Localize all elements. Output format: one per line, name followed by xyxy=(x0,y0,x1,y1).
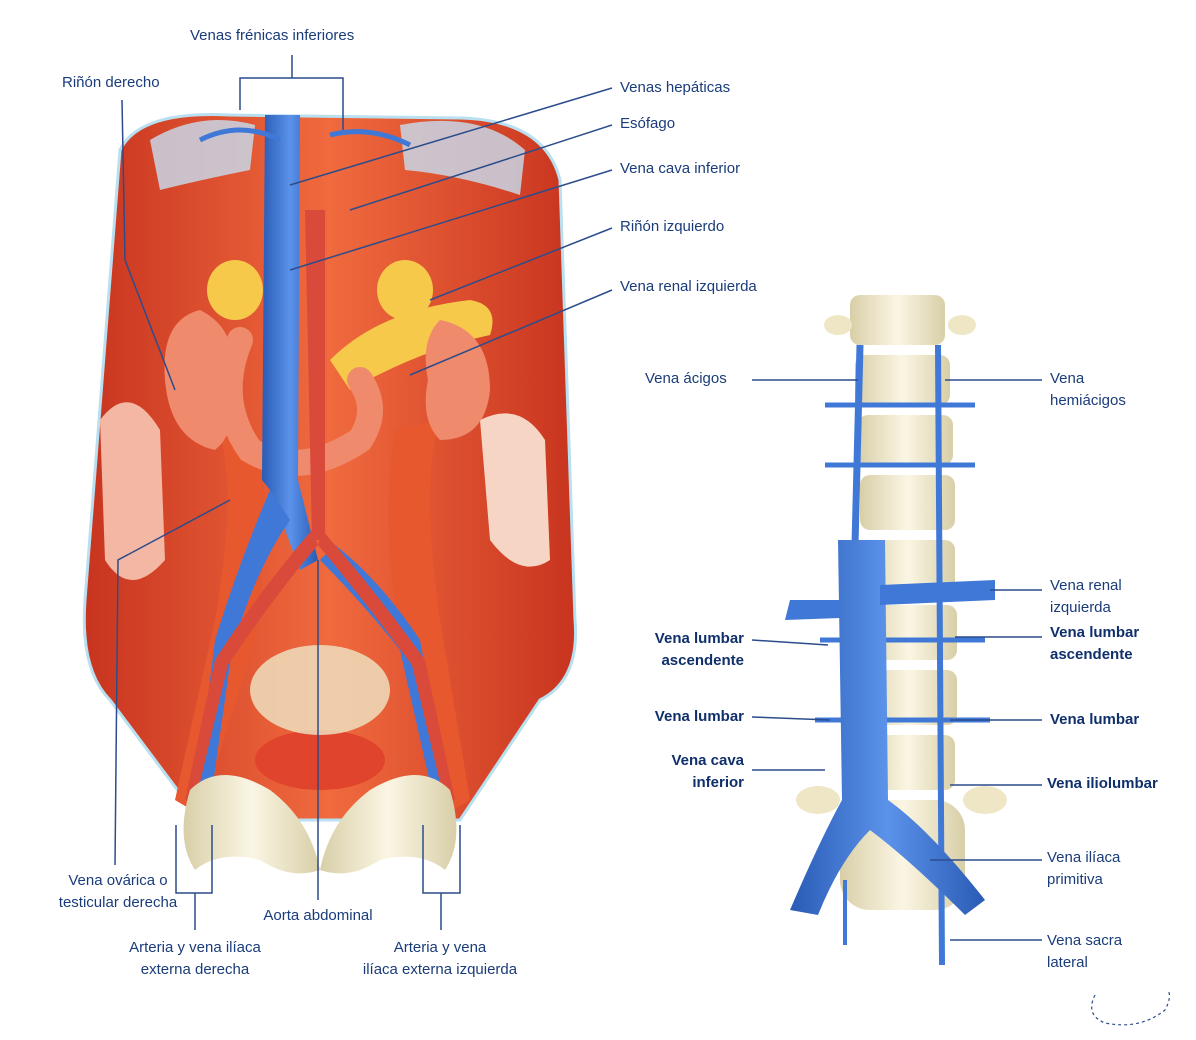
label-vena-ovarica-line2: testicular derecha xyxy=(58,894,178,911)
label-aorta-abdominal: Aorta abdominal xyxy=(263,907,373,924)
label-arteria-izquierda-line2: ilíaca externa izquierda xyxy=(362,961,518,978)
label-lumbar-ascendente-left-line2: ascendente xyxy=(661,652,744,669)
label-arteria-derecha: Arteria y vena ilíaca externa derecha xyxy=(100,937,290,981)
vertebra-3 xyxy=(858,415,953,465)
vertebra-2 xyxy=(855,355,950,405)
label-vena-hemiacigos-line2: hemiácigos xyxy=(1050,392,1126,409)
azygos-vein xyxy=(851,344,864,546)
vertebra-1 xyxy=(850,295,945,345)
left-kidney xyxy=(425,320,490,440)
spine-illustration xyxy=(785,295,1007,966)
label-vena-sacra-lateral-line1: Vena sacra xyxy=(1047,932,1123,949)
label-vena-renal-izquierda-right: Vena renal izquierda xyxy=(1050,575,1122,619)
label-vena-sacra-lateral-line2: lateral xyxy=(1047,954,1088,971)
label-vena-cava-inferior: Vena cava inferior xyxy=(620,160,741,177)
abdomen-illustration xyxy=(82,112,578,874)
transverse-process xyxy=(948,315,976,335)
label-arteria-derecha-line2: externa derecha xyxy=(140,961,250,978)
intercostal-branches xyxy=(815,402,990,723)
right-renal-vein xyxy=(785,600,840,620)
label-vena-acigos: Vena ácigos xyxy=(645,370,727,387)
label-venas-hepaticas: Venas hepáticas xyxy=(620,79,731,96)
label-vena-cava-inferior-right-line1: Vena cava xyxy=(671,752,744,769)
diaphragm-left xyxy=(400,120,525,195)
left-renal-vein-right xyxy=(880,580,995,605)
left-lateral-muscle xyxy=(480,413,550,567)
label-lumbar-ascendente-right: Vena lumbar ascendente xyxy=(1050,622,1139,666)
label-vena-renal-izquierda-right-line2: izquierda xyxy=(1050,599,1111,616)
inferior-vena-cava-right xyxy=(790,540,985,915)
label-vena-ovarica: Vena ovárica o testicular derecha xyxy=(28,870,208,914)
label-vena-hemiacigos: Vena hemiácigos xyxy=(1050,368,1126,412)
right-iliac-artery xyxy=(185,530,318,803)
label-vena-cava-inferior-right-line2: inferior xyxy=(692,774,744,791)
label-vena-renal-izquierda: Vena renal izquierda xyxy=(620,278,757,295)
leader-lines xyxy=(114,55,1042,941)
pelvis-bone xyxy=(183,775,320,874)
pancreas xyxy=(330,300,493,390)
scribble-mark xyxy=(1091,989,1171,1026)
phrenic-veins xyxy=(198,127,412,148)
right-psoas xyxy=(175,420,265,815)
label-vena-iliaca-primitiva: Vena ilíaca primitiva xyxy=(1047,847,1120,891)
abdominal-aorta xyxy=(305,210,325,540)
label-vena-lumbar-left: Vena lumbar xyxy=(654,708,744,725)
label-vena-lumbar-right: Vena lumbar xyxy=(1050,711,1140,728)
label-venas-frenicas: Venas frénicas inferiores xyxy=(190,27,355,44)
diaphragm-right xyxy=(150,120,255,190)
label-lumbar-ascendente-left-line1: Vena lumbar xyxy=(654,630,744,647)
label-vena-iliaca-primitiva-line2: primitiva xyxy=(1047,871,1103,888)
transverse-process xyxy=(796,786,840,814)
pelvic-cavity xyxy=(250,645,390,735)
label-vena-sacra-lateral: Vena sacra lateral xyxy=(1047,930,1122,974)
uterus xyxy=(255,730,385,790)
label-vena-iliolumbar: Vena iliolumbar xyxy=(1047,775,1158,792)
label-vena-iliaca-primitiva-line1: Vena ilíaca xyxy=(1047,849,1121,866)
label-vena-ovarica-line1: Vena ovárica o xyxy=(68,872,168,889)
inferior-vena-cava-left xyxy=(262,115,318,570)
transverse-process xyxy=(824,315,852,335)
label-lumbar-ascendente-right-line2: ascendente xyxy=(1050,646,1133,663)
label-rinon-derecho: Riñón derecho xyxy=(62,74,160,91)
label-vena-cava-inferior-right: Vena cava inferior xyxy=(600,750,744,794)
right-adrenal-gland xyxy=(207,260,263,320)
vertebra-4 xyxy=(860,475,955,530)
transverse-process xyxy=(963,786,1007,814)
label-arteria-izquierda: Arteria y vena ilíaca externa izquierda xyxy=(335,937,545,981)
label-vena-hemiacigos-line1: Vena xyxy=(1050,370,1085,387)
right-iliac-vein xyxy=(195,490,290,805)
left-iliac-artery xyxy=(318,530,455,803)
right-kidney xyxy=(164,310,233,450)
label-esofago: Esófago xyxy=(620,115,676,132)
label-lumbar-ascendente-left: Vena lumbar ascendente xyxy=(600,628,744,672)
label-arteria-izquierda-line1: Arteria y vena xyxy=(393,939,487,956)
right-lateral-muscle xyxy=(100,402,165,580)
label-vena-renal-izquierda-right-line1: Vena renal xyxy=(1050,577,1122,594)
label-lumbar-ascendente-right-line1: Vena lumbar xyxy=(1050,624,1140,641)
label-arteria-derecha-line1: Arteria y vena ilíaca xyxy=(129,939,261,956)
left-psoas xyxy=(388,420,470,815)
label-rinon-izquierdo: Riñón izquierdo xyxy=(620,218,725,235)
left-adrenal-gland xyxy=(377,260,433,320)
